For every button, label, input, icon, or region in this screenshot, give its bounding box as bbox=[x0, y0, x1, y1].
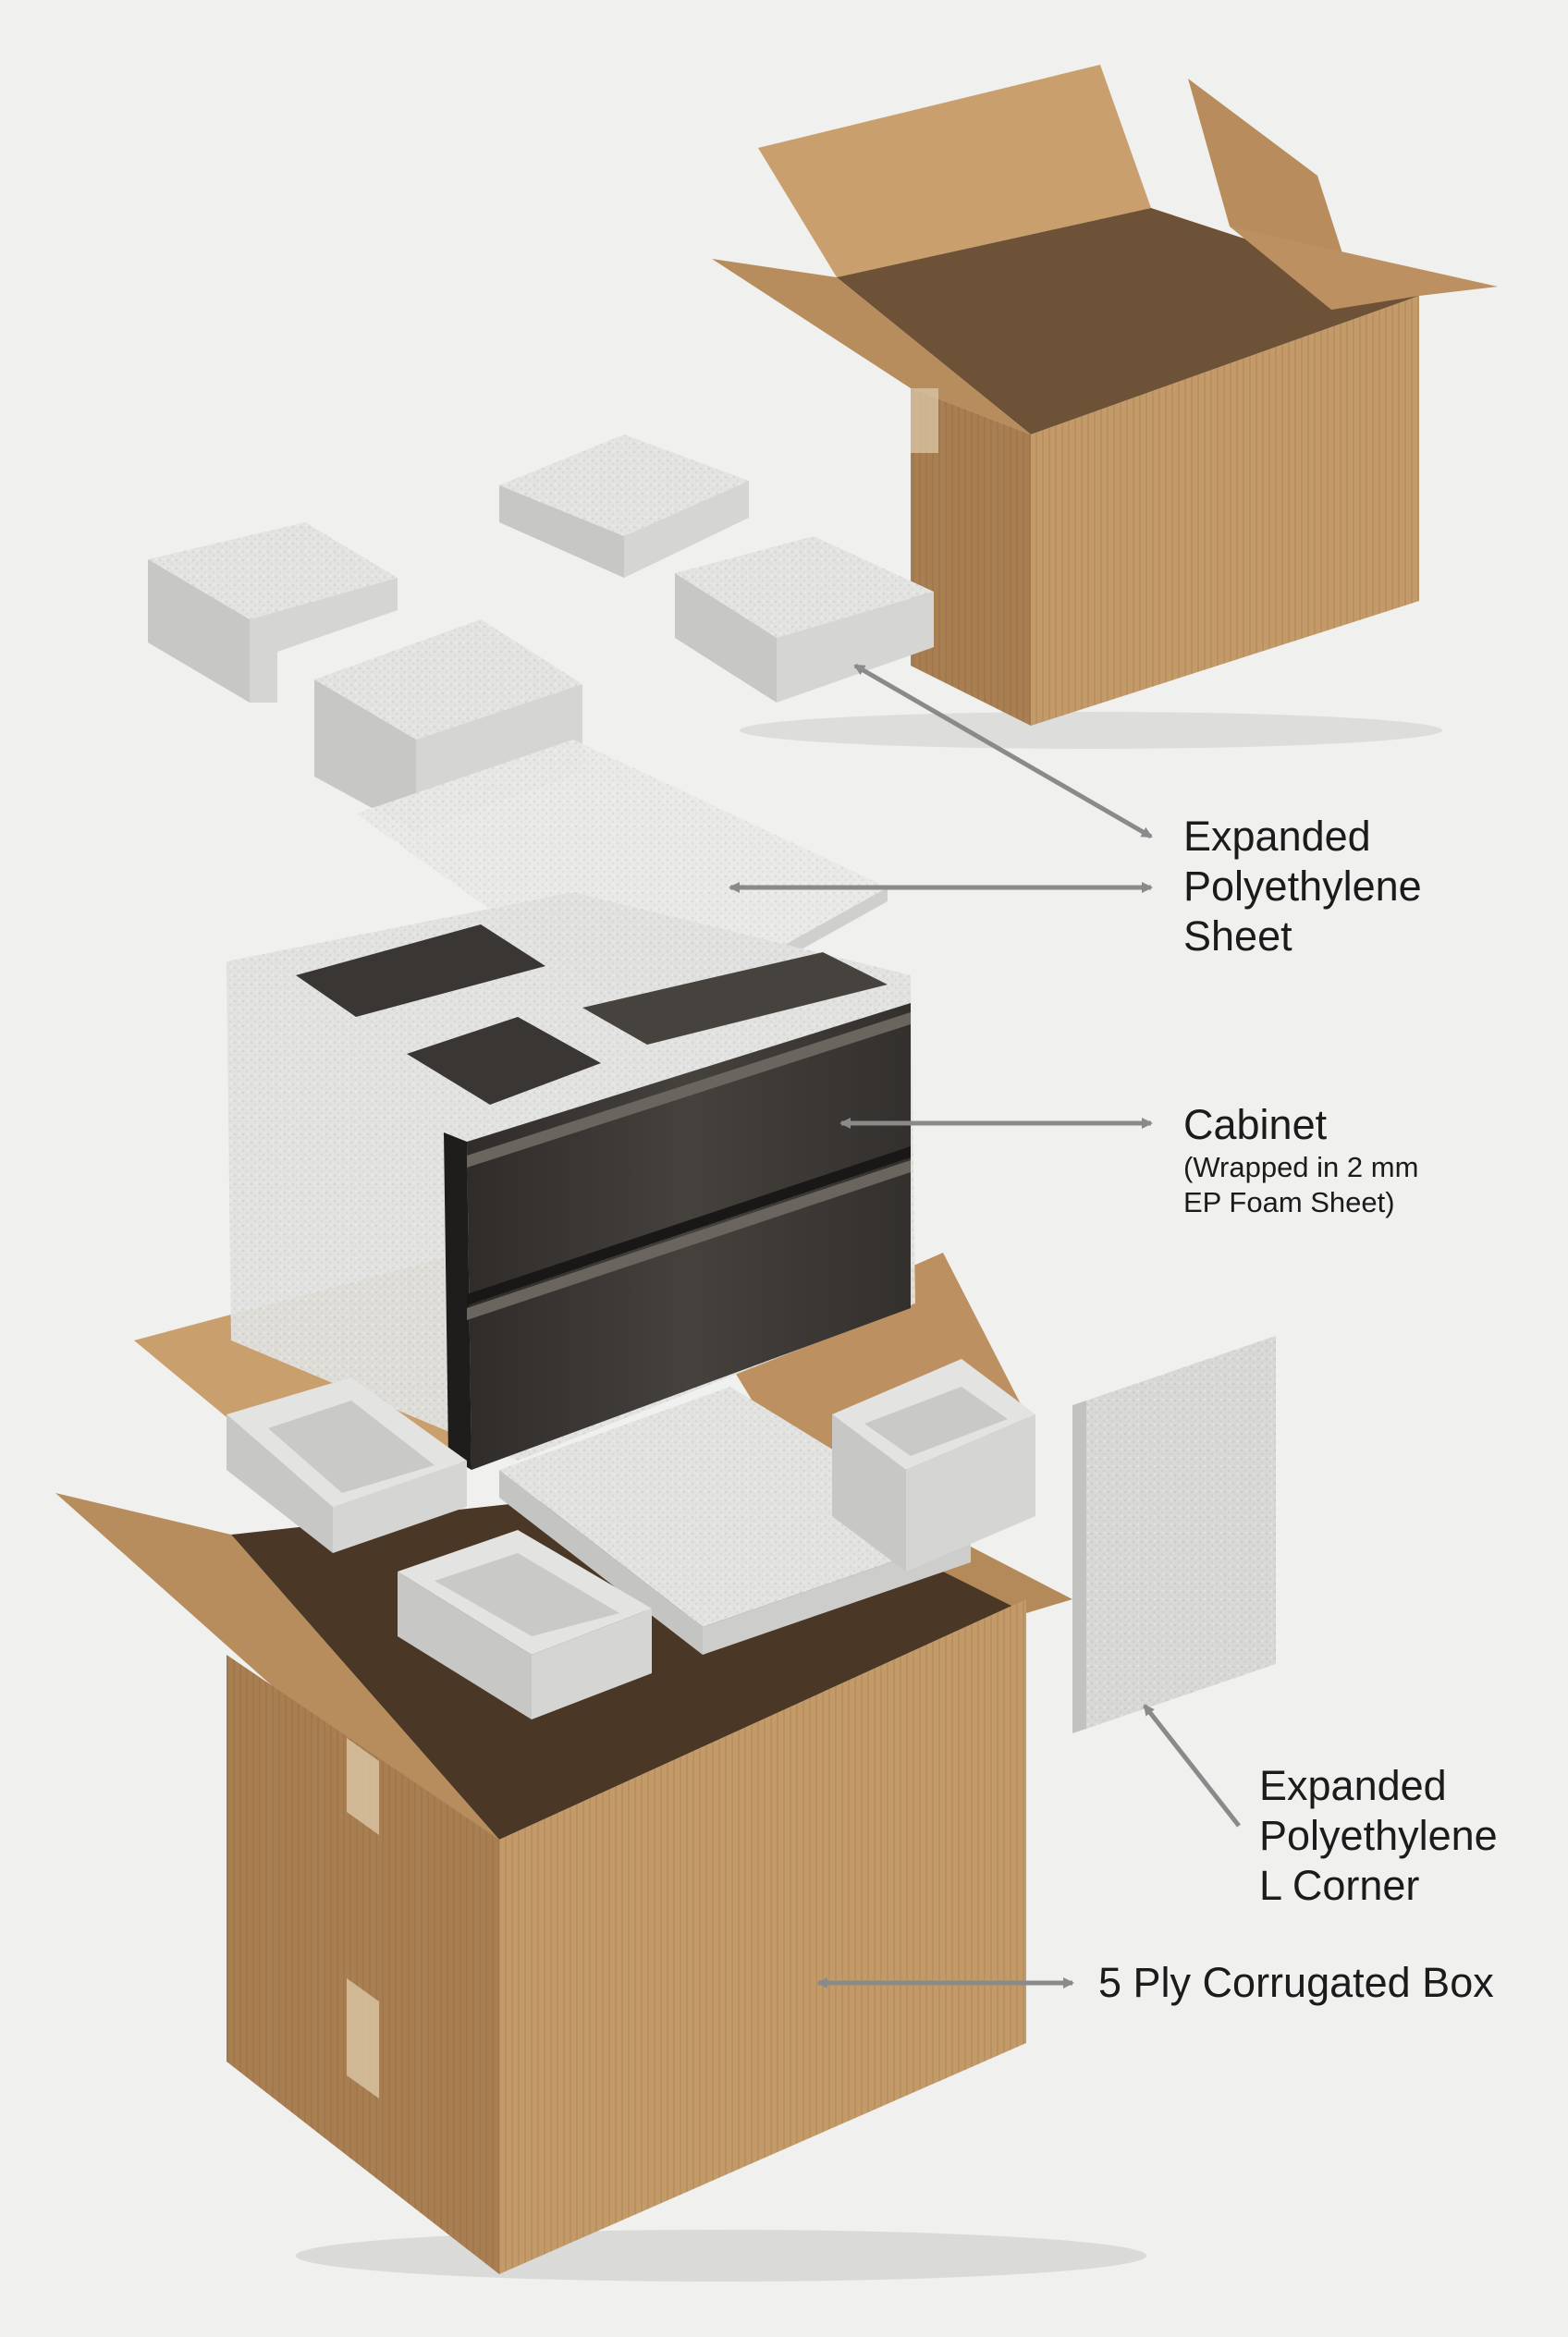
cabinet bbox=[227, 892, 915, 1470]
label-epe-sheet-line2: Polyethylene bbox=[1183, 863, 1422, 910]
label-cabinet: Cabinet (Wrapped in 2 mm EP Foam Sheet) bbox=[1183, 1100, 1418, 1220]
top-foam-corner-right bbox=[675, 536, 934, 703]
top-foam-corner-left bbox=[148, 522, 398, 703]
label-epe-sheet: Expanded Polyethylene Sheet bbox=[1183, 812, 1422, 961]
label-epe-corner-line3: L Corner bbox=[1259, 1862, 1420, 1909]
top-cardboard-box bbox=[712, 65, 1498, 749]
label-cabinet-title: Cabinet bbox=[1183, 1101, 1328, 1148]
label-epe-corner-line1: Expanded bbox=[1259, 1762, 1447, 1809]
arrows bbox=[729, 663, 1241, 1988]
label-epe-corner: Expanded Polyethylene L Corner bbox=[1259, 1761, 1498, 1911]
bottom-foam-corner-left bbox=[227, 1377, 467, 1553]
bottom-foam-corner-right bbox=[832, 1359, 1035, 1572]
bottom-foam-corner-front bbox=[398, 1530, 652, 1719]
label-cabinet-sub2: EP Foam Sheet) bbox=[1183, 1186, 1395, 1218]
label-box: 5 Ply Corrugated Box bbox=[1098, 1959, 1494, 2006]
arrow-epe-corner-top bbox=[853, 663, 1153, 839]
label-epe-corner-line2: Polyethylene bbox=[1259, 1812, 1498, 1859]
label-cabinet-sub1: (Wrapped in 2 mm bbox=[1183, 1151, 1419, 1183]
label-epe-sheet-line1: Expanded bbox=[1183, 813, 1371, 860]
label-epe-sheet-line3: Sheet bbox=[1183, 912, 1292, 960]
top-foam-corner-back bbox=[499, 434, 749, 578]
arrow-epe-l-corner bbox=[1143, 1704, 1241, 1828]
epe-l-corner-panel bbox=[1072, 1336, 1276, 1733]
